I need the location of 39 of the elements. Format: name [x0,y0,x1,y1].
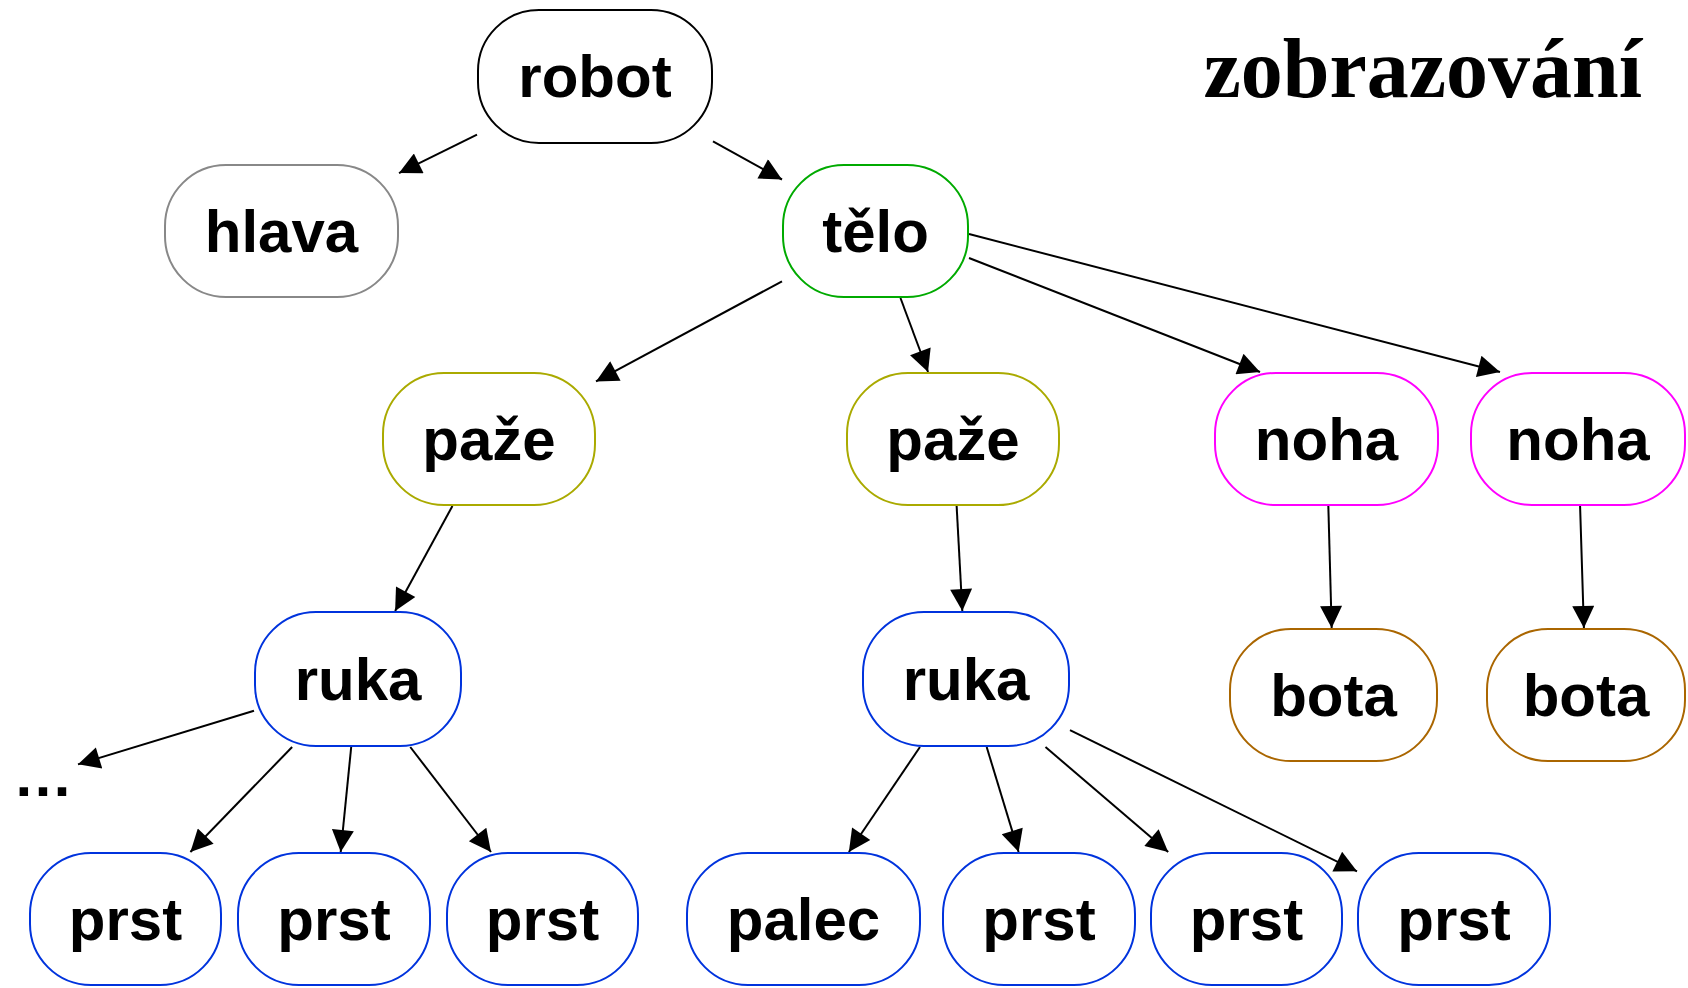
arrow [409,746,492,853]
arrow [77,709,255,769]
arrow [595,280,783,383]
arrow [331,746,354,853]
node-label: hlava [204,196,359,266]
node-label: prst [1189,884,1304,954]
node-label: paže [886,404,1020,474]
arrow [968,257,1261,375]
arrow [1320,505,1343,629]
node-label: bota [1270,660,1397,730]
node-label: prst [68,884,183,954]
node-label: noha [1254,404,1399,474]
arrow [985,746,1023,853]
arrow [1044,746,1170,853]
node-label: ruka [294,644,422,714]
arrow [968,233,1501,378]
rounded-box [782,164,969,298]
node-label: palec [726,884,881,954]
arrow [189,746,294,853]
node-label: bota [1522,660,1650,730]
arrow [712,140,783,181]
node-label: prst [1397,884,1511,954]
node-label: tělo [822,196,929,266]
arrow [394,505,454,612]
node-label: ruka [902,644,1030,714]
title: zobrazování [1202,21,1642,117]
node-label: prst [277,884,391,954]
node-label: prst [485,884,600,954]
node-label: noha [1506,404,1650,474]
arrow [847,746,921,853]
ellipsis-text: … [13,740,73,810]
node-label: prst [982,884,1096,954]
arrow [950,505,973,612]
node-label: paže [422,404,556,474]
arrow [398,133,478,175]
arrow [1572,505,1595,629]
node-label: robot [518,42,672,111]
arrow [899,297,931,373]
arrow [1069,729,1358,873]
